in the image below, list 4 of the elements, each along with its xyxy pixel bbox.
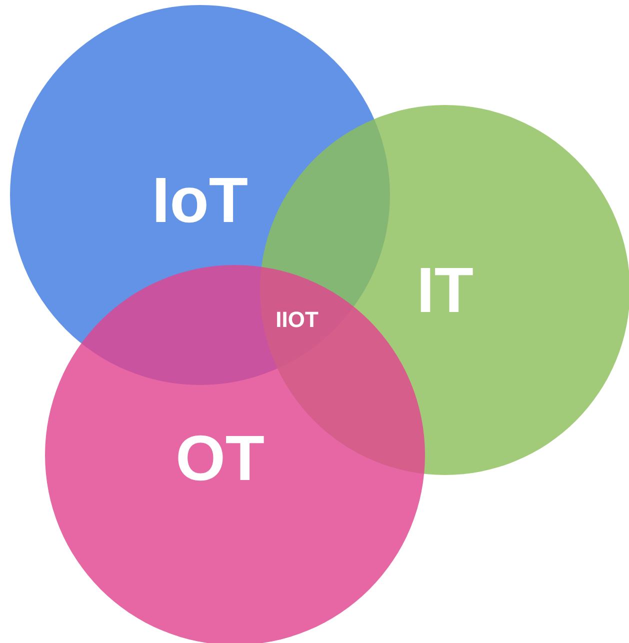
circle-label: IT bbox=[416, 253, 474, 327]
circle-label: IoT bbox=[152, 163, 248, 237]
circle-label: OT bbox=[176, 421, 264, 495]
overlap-label: IIOT bbox=[276, 307, 318, 333]
